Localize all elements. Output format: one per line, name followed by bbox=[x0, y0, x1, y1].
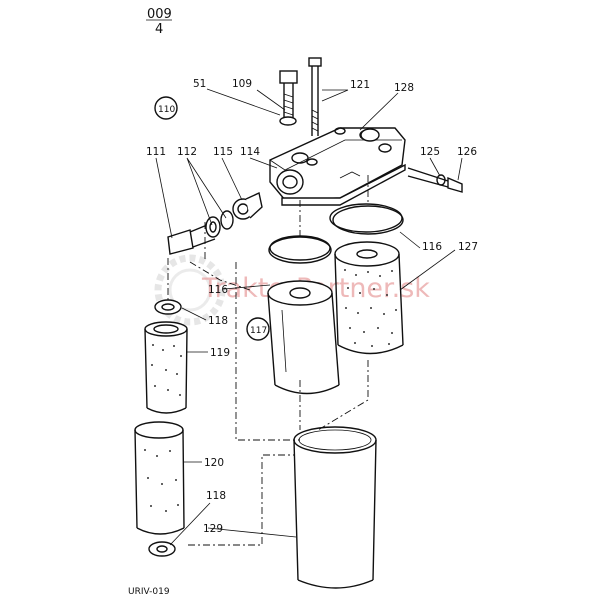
callout-120: 120 bbox=[204, 457, 224, 469]
filter-bowl-129 bbox=[293, 426, 377, 589]
callout-117: 117 bbox=[250, 326, 267, 336]
filter-element-119 bbox=[144, 321, 188, 414]
leader-lines bbox=[155, 88, 463, 546]
seal-rings-112 bbox=[205, 210, 234, 238]
reference-code: URIV-019 bbox=[128, 587, 170, 597]
page-number-bottom: 4 bbox=[155, 22, 163, 37]
callout-121: 121 bbox=[350, 79, 370, 91]
callout-51: 51 bbox=[193, 78, 206, 90]
callout-125: 125 bbox=[420, 146, 440, 158]
washer-128 bbox=[360, 128, 380, 142]
bolt-121 bbox=[308, 57, 322, 136]
filter-cartridge-127 bbox=[332, 205, 404, 355]
seal-ring-116-rear bbox=[329, 203, 403, 233]
callout-116-front: 116 bbox=[208, 284, 228, 296]
callout-128: 128 bbox=[394, 82, 414, 94]
callout-111: 111 bbox=[146, 146, 166, 158]
banjo-115 bbox=[232, 191, 263, 220]
washer-51 bbox=[279, 116, 297, 126]
callout-118-top: 118 bbox=[208, 315, 228, 327]
callout-112: 112 bbox=[177, 146, 197, 158]
assembly-lines bbox=[167, 175, 369, 546]
group-117-circle bbox=[246, 317, 270, 341]
bolt-126 bbox=[407, 167, 463, 193]
bolt-109 bbox=[279, 70, 298, 118]
page-number-top: 009 bbox=[147, 7, 172, 22]
seal-118-top bbox=[154, 299, 182, 315]
filter-cartridge-117 bbox=[267, 236, 340, 395]
filter-head-114 bbox=[269, 127, 406, 206]
seal-118-bottom bbox=[148, 541, 176, 557]
banjo-bolt-111 bbox=[167, 222, 216, 255]
callout-127: 127 bbox=[458, 241, 478, 253]
callout-129: 129 bbox=[203, 523, 223, 535]
callout-115: 115 bbox=[213, 146, 233, 158]
callout-119: 119 bbox=[210, 347, 230, 359]
filter-element-120 bbox=[134, 421, 185, 535]
callout-116-rear: 116 bbox=[422, 241, 442, 253]
callout-109: 109 bbox=[232, 78, 252, 90]
watermark-gear-icon bbox=[154, 254, 226, 326]
callout-118-bottom: 118 bbox=[206, 490, 226, 502]
callout-114: 114 bbox=[240, 146, 260, 158]
callout-110: 110 bbox=[158, 105, 175, 115]
group-110-circle bbox=[154, 96, 178, 120]
callout-126: 126 bbox=[457, 146, 477, 158]
seal-ring-116-front bbox=[269, 235, 331, 261]
